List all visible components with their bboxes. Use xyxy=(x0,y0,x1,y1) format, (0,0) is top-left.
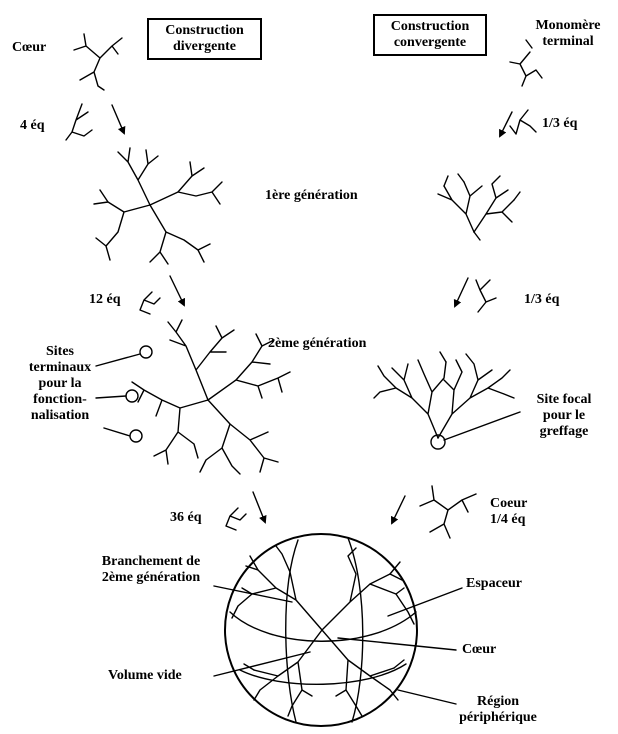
monomer-12eq-icon xyxy=(140,292,160,314)
arrow-convergent-3 xyxy=(392,496,405,523)
label-12eq: 12 éq xyxy=(89,292,121,308)
label-terminal: terminal xyxy=(528,34,608,50)
label-4eq: 4 éq xyxy=(20,118,45,134)
label-coeur-center: Cœur xyxy=(462,642,496,658)
final-dendrimer-sphere xyxy=(225,534,417,726)
label-coeur-quarter: Coeur 1/4 éq xyxy=(490,496,527,528)
terminal-site-circle-1 xyxy=(140,346,152,358)
coeur-center-leader xyxy=(338,638,456,650)
label-branchement: Branchement de 2ème génération xyxy=(84,554,218,586)
label-sites-line-2: terminaux xyxy=(14,360,106,376)
arrow-divergent-2 xyxy=(170,276,184,305)
label-1-3eq-b: 1/3 éq xyxy=(524,292,559,308)
label-branchement-1: Branchement de xyxy=(84,554,218,570)
label-site-focal-1: Site focal xyxy=(518,392,610,408)
label-branchement-2: 2ème génération xyxy=(84,570,218,586)
label-construction-divergente-1: Construction xyxy=(155,23,254,39)
monomer-1-3eq-icon-a xyxy=(510,110,536,134)
label-coeur-quarter-2: 1/4 éq xyxy=(490,512,527,528)
monomer-4eq-icon xyxy=(66,104,92,140)
second-generation-convergent-dendron xyxy=(374,352,514,438)
core-molecule-top xyxy=(74,34,122,90)
construction-divergente-box: Construction divergente xyxy=(147,18,262,60)
label-site-focal: Site focal pour le greffage xyxy=(518,392,610,440)
label-sites-line-3: pour la xyxy=(14,376,106,392)
terminal-site-leader-3 xyxy=(104,428,130,436)
construction-convergente-box: Construction convergente xyxy=(373,14,487,56)
label-2eme-generation: 2ème génération xyxy=(268,336,366,352)
monomer-1-3eq-icon-b xyxy=(476,280,496,312)
first-generation-convergent-dendron xyxy=(438,174,520,240)
label-coeur-quarter-1: Coeur xyxy=(490,496,527,512)
label-sites-line-1: Sites xyxy=(14,344,106,360)
branchement-leader xyxy=(214,586,292,602)
label-peripherique: périphérique xyxy=(448,710,548,726)
second-generation-divergent-dendrimer xyxy=(132,320,290,474)
label-volume-vide: Volume vide xyxy=(108,668,182,684)
label-site-focal-3: greffage xyxy=(518,424,610,440)
label-1ere-generation: 1ère génération xyxy=(265,188,358,204)
label-construction-divergente-2: divergente xyxy=(155,39,254,55)
label-monomere-terminal: Monomère terminal xyxy=(528,18,608,50)
first-generation-divergent-dendrimer xyxy=(94,148,222,264)
label-region: Région xyxy=(448,694,548,710)
label-sites-line-5: nalisation xyxy=(14,408,106,424)
label-espaceur: Espaceur xyxy=(466,576,522,592)
label-monomere: Monomère xyxy=(528,18,608,34)
label-36eq: 36 éq xyxy=(170,510,202,526)
focal-site-leader xyxy=(444,412,520,440)
label-sites-terminaux: Sites terminaux pour la fonction- nalisa… xyxy=(14,344,106,424)
monomer-36eq-icon xyxy=(226,508,246,530)
label-1-3eq-a: 1/3 éq xyxy=(542,116,577,132)
arrow-divergent-3 xyxy=(253,492,265,522)
arrow-convergent-2 xyxy=(455,278,468,306)
core-quarter-molecule xyxy=(420,486,476,538)
label-site-focal-2: pour le xyxy=(518,408,610,424)
terminal-site-circle-2 xyxy=(126,390,138,402)
label-region-peripherique: Région périphérique xyxy=(448,694,548,726)
label-coeur-top: Cœur xyxy=(12,40,46,56)
label-sites-line-4: fonction- xyxy=(14,392,106,408)
arrow-convergent-1 xyxy=(500,112,512,136)
label-construction-convergente-2: convergente xyxy=(381,35,479,51)
terminal-site-circle-3 xyxy=(130,430,142,442)
label-construction-convergente-1: Construction xyxy=(381,19,479,35)
arrow-divergent-1 xyxy=(112,105,124,133)
